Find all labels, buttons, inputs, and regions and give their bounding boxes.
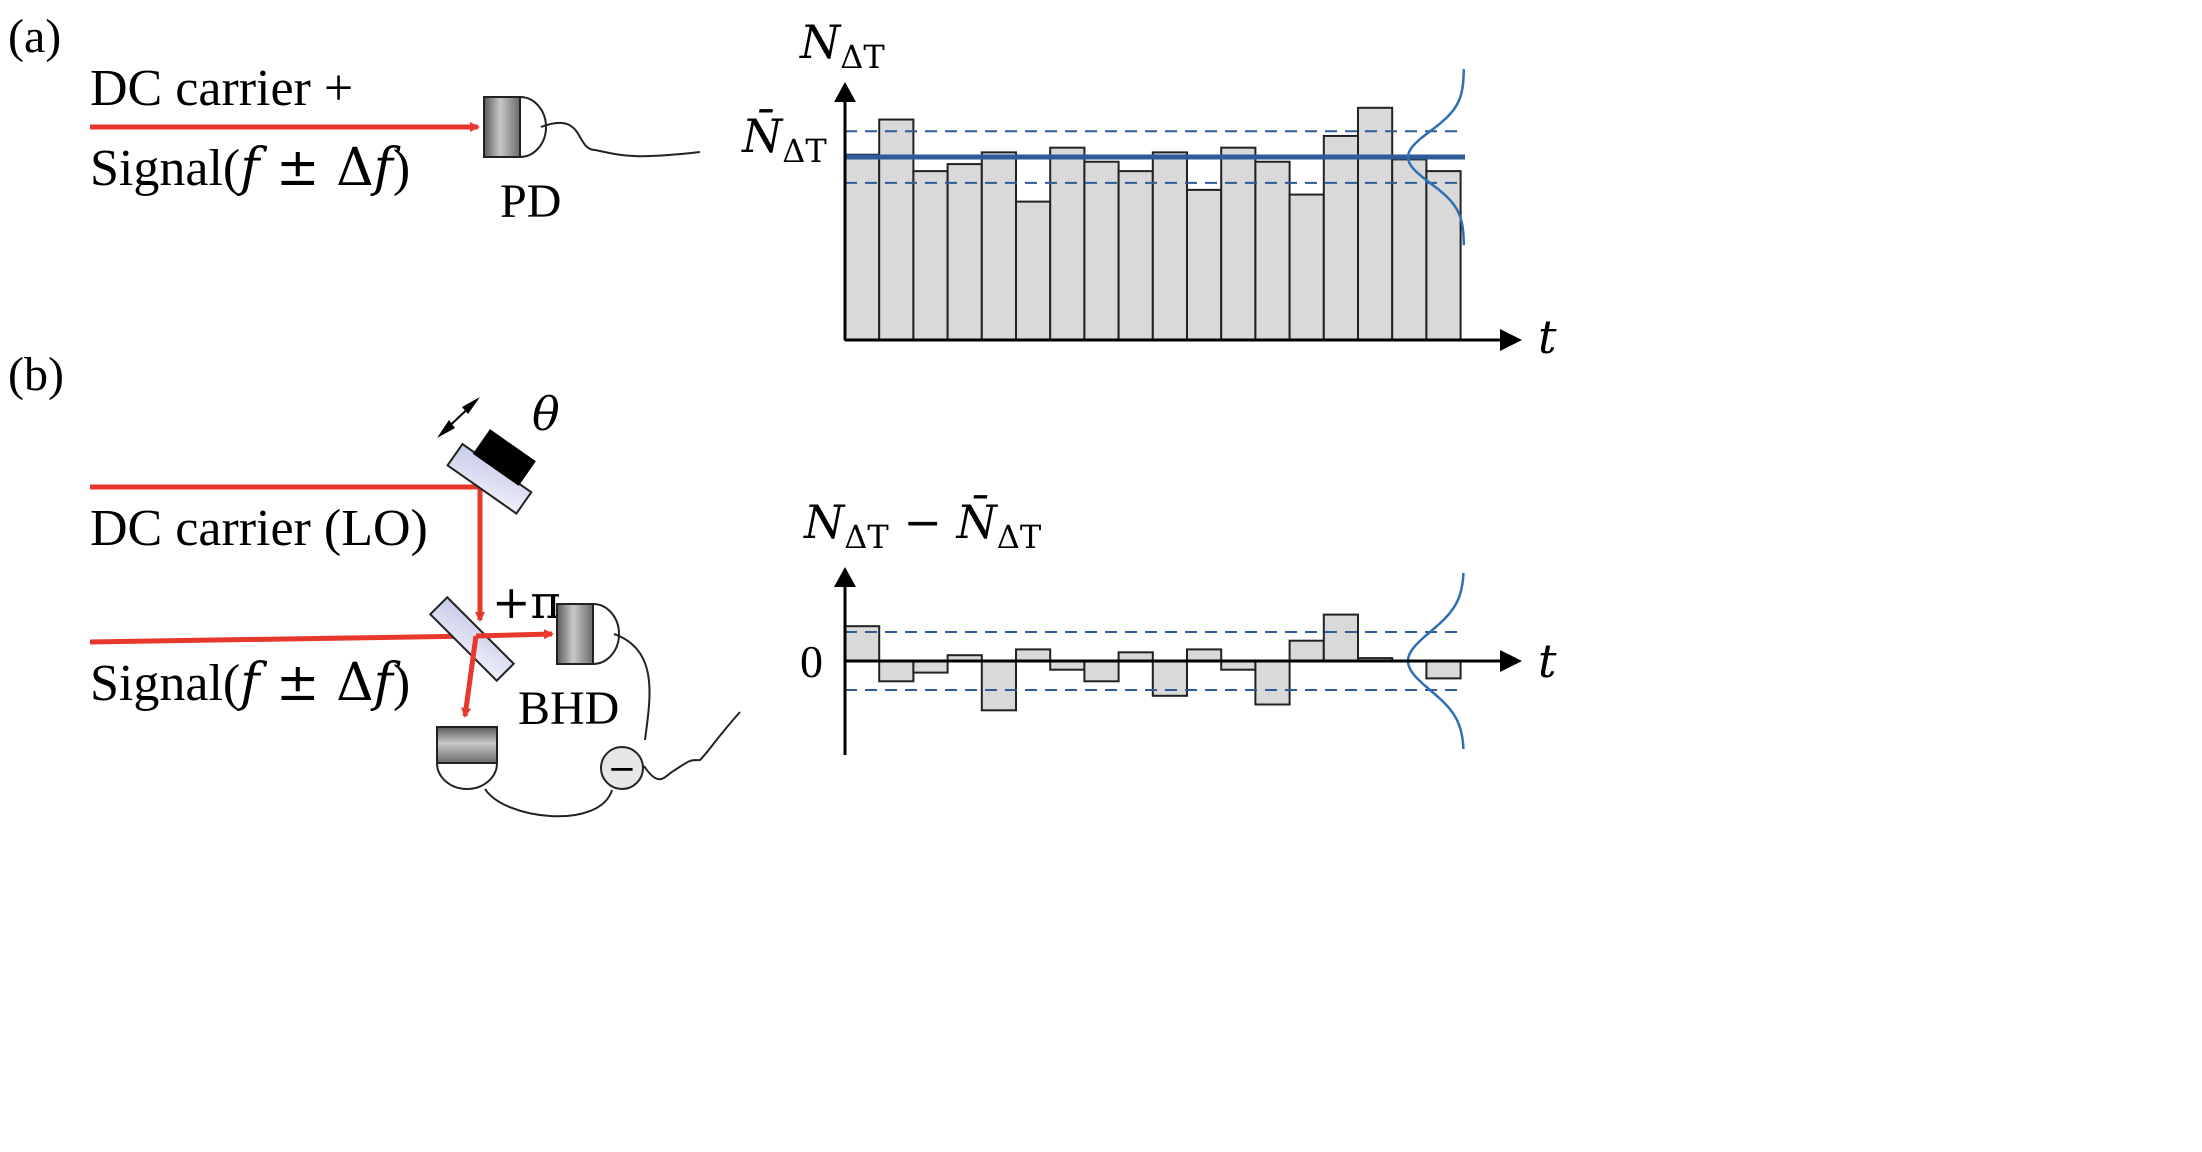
chart-a-x-label: t	[1538, 310, 1557, 364]
chart-a-y-label: NΔT	[799, 15, 885, 76]
beam-label-line2: Signal(f ± Δf)	[90, 138, 410, 198]
chart-a-bar	[1425, 170, 1462, 341]
double-arrow-icon	[437, 397, 480, 438]
chart-a-bar	[1391, 158, 1428, 341]
chart-b-bar	[980, 660, 1017, 712]
bhd-label: BHD	[518, 682, 619, 735]
chart-b-bar	[878, 660, 915, 683]
panel-a-label: (a)	[8, 10, 61, 63]
chart-b-bar	[1186, 648, 1223, 663]
signal-beam	[89, 633, 477, 645]
beam-label-line1: DC carrier +	[90, 60, 353, 117]
chart-a: NΔT N̄ΔT t	[741, 15, 1557, 364]
phase-label: θ	[532, 387, 560, 441]
chart-b-bar	[1425, 660, 1462, 680]
chart-a-bars	[844, 106, 1462, 342]
chart-a-bar	[980, 151, 1017, 341]
chart-b: NΔT − N̄ΔT 0 t	[800, 494, 1557, 755]
chart-a-bar	[1288, 193, 1325, 341]
chart-a-bar	[1083, 160, 1120, 341]
wire-bottom	[484, 788, 613, 818]
output-beam-right	[475, 629, 554, 640]
chart-b-x-label: t	[1538, 634, 1557, 688]
chart-b-zero-label: 0	[800, 636, 823, 687]
bhd-detector-bottom	[435, 726, 499, 790]
chart-b-bar	[1015, 648, 1052, 663]
panel-b: (b) DC carrier (LO) θ Signal(f ± Δf) +π	[8, 348, 741, 818]
chart-b-bar	[912, 660, 949, 674]
photodetector	[483, 95, 701, 159]
chart-a-bar	[1186, 188, 1223, 341]
chart-a-mean-label: N̄ΔT	[741, 108, 827, 170]
output-beam-down	[461, 635, 479, 718]
lo-label: DC carrier (LO)	[90, 500, 428, 557]
chart-a-bar	[1322, 134, 1360, 341]
chart-b-bar	[1083, 660, 1120, 683]
chart-b-bar	[1288, 639, 1325, 663]
chart-a-bar	[946, 163, 983, 341]
chart-a-bar	[878, 118, 915, 342]
chart-a-gaussian	[1406, 69, 1466, 246]
chart-b-bar	[1254, 660, 1291, 706]
panel-a: (a) DC carrier + Signal(f ± Δf) PD	[8, 10, 701, 228]
chart-a-bar	[1049, 146, 1086, 341]
subtractor	[600, 746, 644, 790]
subtract-symbol: −	[608, 749, 637, 789]
pi-label: +π	[492, 575, 561, 629]
wire-out	[643, 711, 741, 781]
chart-a-bar	[1151, 151, 1189, 341]
chart-a-bar	[1117, 170, 1154, 341]
beam-splitter	[428, 595, 516, 683]
piezo-mirror	[446, 429, 536, 515]
wire-right	[613, 633, 651, 741]
chart-a-bar	[1220, 146, 1257, 341]
chart-b-y-label: NΔT − N̄ΔT	[803, 494, 1042, 556]
signal-label: Signal(f ± Δf)	[90, 653, 410, 713]
panel-b-label: (b)	[8, 348, 64, 401]
chart-a-bar	[1357, 106, 1394, 341]
pd-label: PD	[500, 175, 561, 228]
chart-a-bar	[1015, 200, 1052, 341]
bhd-detector-right	[556, 602, 620, 666]
chart-a-bar	[912, 170, 949, 341]
chart-b-bar	[1322, 613, 1360, 662]
chart-a-bar	[1254, 160, 1291, 341]
